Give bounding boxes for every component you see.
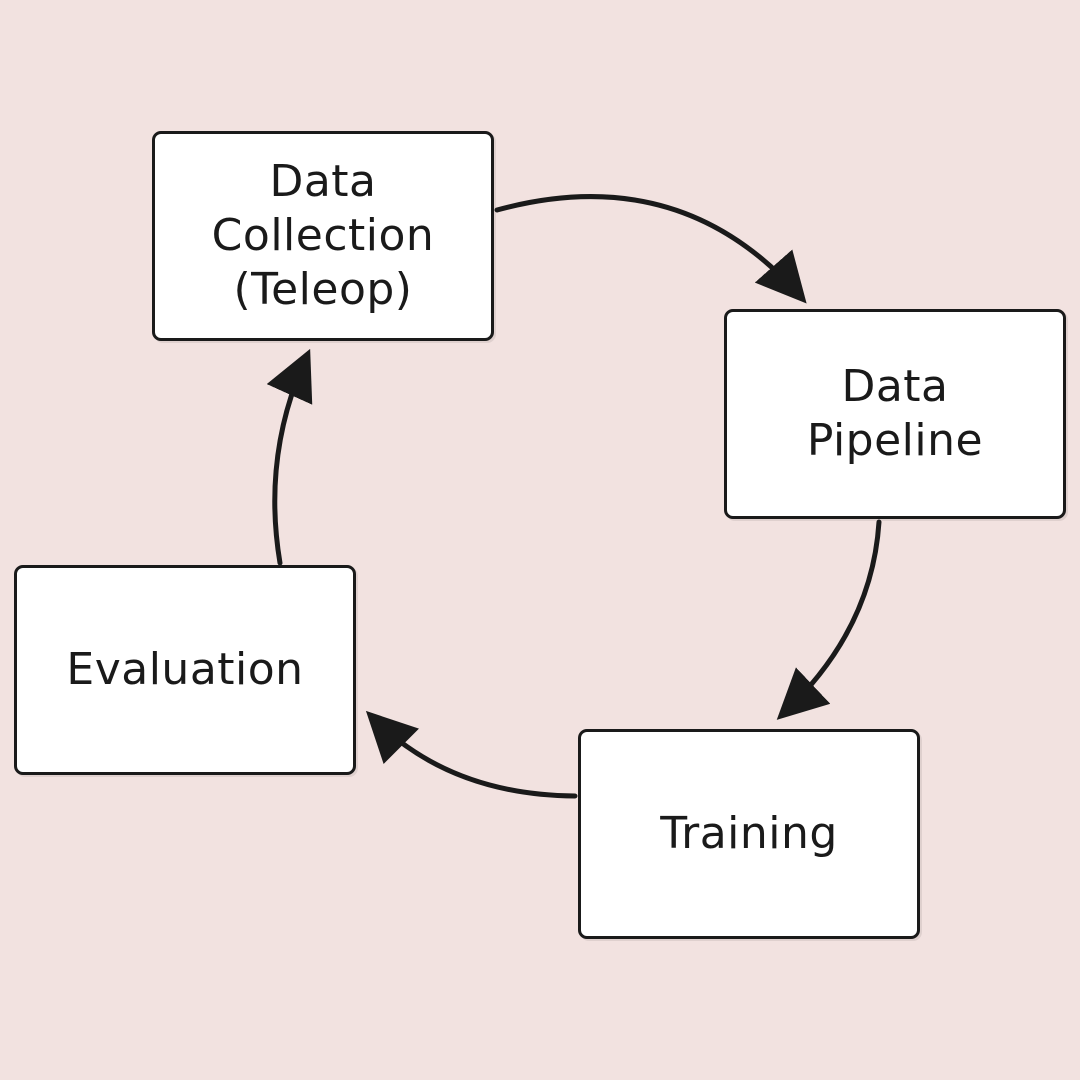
node-label-line: Pipeline xyxy=(806,415,984,466)
node-label-line: Training xyxy=(660,808,838,859)
arrow-pipeline-to-training xyxy=(776,519,882,720)
node-label-line: (Teleop) xyxy=(233,264,413,315)
arrow-collection-to-pipeline xyxy=(494,194,807,304)
node-label: Training xyxy=(660,807,838,861)
node-data-pipeline: Data Pipeline xyxy=(724,309,1066,519)
node-evaluation: Evaluation xyxy=(14,565,356,775)
node-training: Training xyxy=(578,729,920,939)
arrow-evaluation-to-collection xyxy=(266,348,313,566)
node-label: Evaluation xyxy=(66,643,303,697)
node-label-line: Data xyxy=(841,361,949,412)
node-label-line: Collection xyxy=(211,210,435,261)
node-label: Data Collection (Teleop) xyxy=(212,155,435,317)
node-label-line: Data xyxy=(269,156,377,207)
node-label: Data Pipeline xyxy=(807,360,983,468)
node-label-line: Evaluation xyxy=(66,644,304,695)
node-data-collection: Data Collection (Teleop) xyxy=(152,131,494,341)
arrow-training-to-evaluation xyxy=(365,710,578,799)
